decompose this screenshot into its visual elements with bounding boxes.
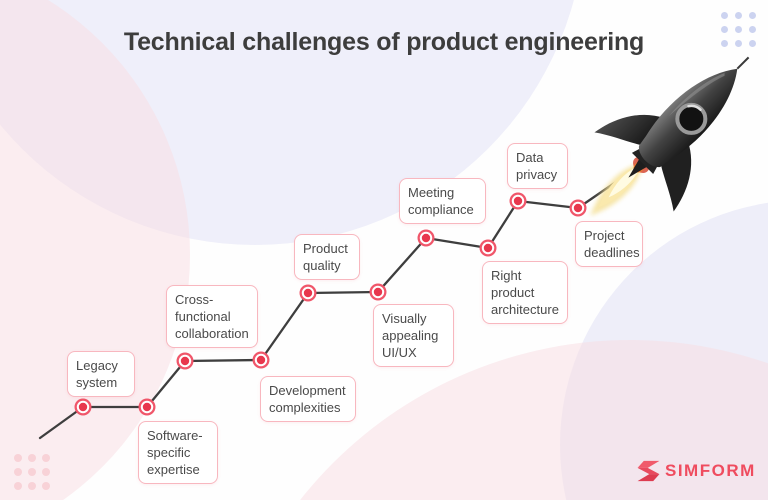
decor-dot: [735, 26, 742, 33]
milestone-point: [176, 352, 194, 370]
decor-dot: [28, 454, 36, 462]
rocket-flame-mid: [598, 163, 643, 208]
simform-logo: SIMFORM: [636, 456, 756, 486]
milestone-point: [417, 229, 435, 247]
milestone-label: Legacy system: [67, 351, 135, 397]
milestone-point: [479, 239, 497, 257]
rocket-exhaust-glow: [633, 156, 650, 173]
rocket-antenna: [736, 56, 750, 70]
decor-dot: [42, 482, 50, 490]
milestone-point: [299, 284, 317, 302]
decor-dot: [749, 26, 756, 33]
decor-dot: [721, 40, 728, 47]
milestone-label: Cross- functional collaboration: [166, 285, 258, 348]
rocket-fin-rear: [628, 147, 659, 178]
rocket-flame-core: [608, 164, 642, 198]
rocket-fin-left: [594, 114, 666, 146]
decor-dot: [749, 12, 756, 19]
dots-grid-top-right: [721, 12, 756, 47]
decor-dot: [735, 40, 742, 47]
rocket-nozzle: [631, 147, 659, 175]
rocket-flame-outer: [590, 162, 644, 216]
decor-dot: [14, 482, 22, 490]
rocket-body-highlight: [668, 72, 725, 117]
decor-dot: [735, 12, 742, 19]
milestone-point: [138, 398, 156, 416]
decor-dot: [14, 454, 22, 462]
decor-dot: [749, 40, 756, 47]
decor-dot: [28, 468, 36, 476]
decor-dot: [721, 12, 728, 19]
milestone-label: Development complexities: [260, 376, 356, 422]
milestone-label: Meeting compliance: [399, 178, 486, 224]
decor-dot: [42, 454, 50, 462]
milestone-point: [509, 192, 527, 210]
milestone-label: Data privacy: [507, 143, 568, 189]
simform-logo-icon: [637, 460, 660, 482]
rocket-illustration: [590, 56, 750, 216]
milestone-point: [252, 351, 270, 369]
rocket-porthole: [677, 104, 706, 133]
milestone-label: Product quality: [294, 234, 360, 280]
rocket-fin-right: [660, 140, 692, 212]
milestone-point: [74, 398, 92, 416]
milestone-label: Visually appealing UI/UX: [373, 304, 454, 367]
milestone-point: [369, 283, 387, 301]
milestone-point: [569, 199, 587, 217]
simform-logo-text: SIMFORM: [665, 461, 756, 480]
decor-dot: [14, 468, 22, 476]
decor-dot: [42, 468, 50, 476]
milestone-label: Right product architecture: [482, 261, 568, 324]
page-title: Technical challenges of product engineer…: [123, 28, 645, 56]
decor-dot: [721, 26, 728, 33]
milestone-label: Project deadlines: [575, 221, 643, 267]
milestone-label: Software- specific expertise: [138, 421, 218, 484]
dots-grid-bottom-left: [14, 454, 50, 490]
rocket-body: [639, 68, 738, 167]
decor-dot: [28, 482, 36, 490]
